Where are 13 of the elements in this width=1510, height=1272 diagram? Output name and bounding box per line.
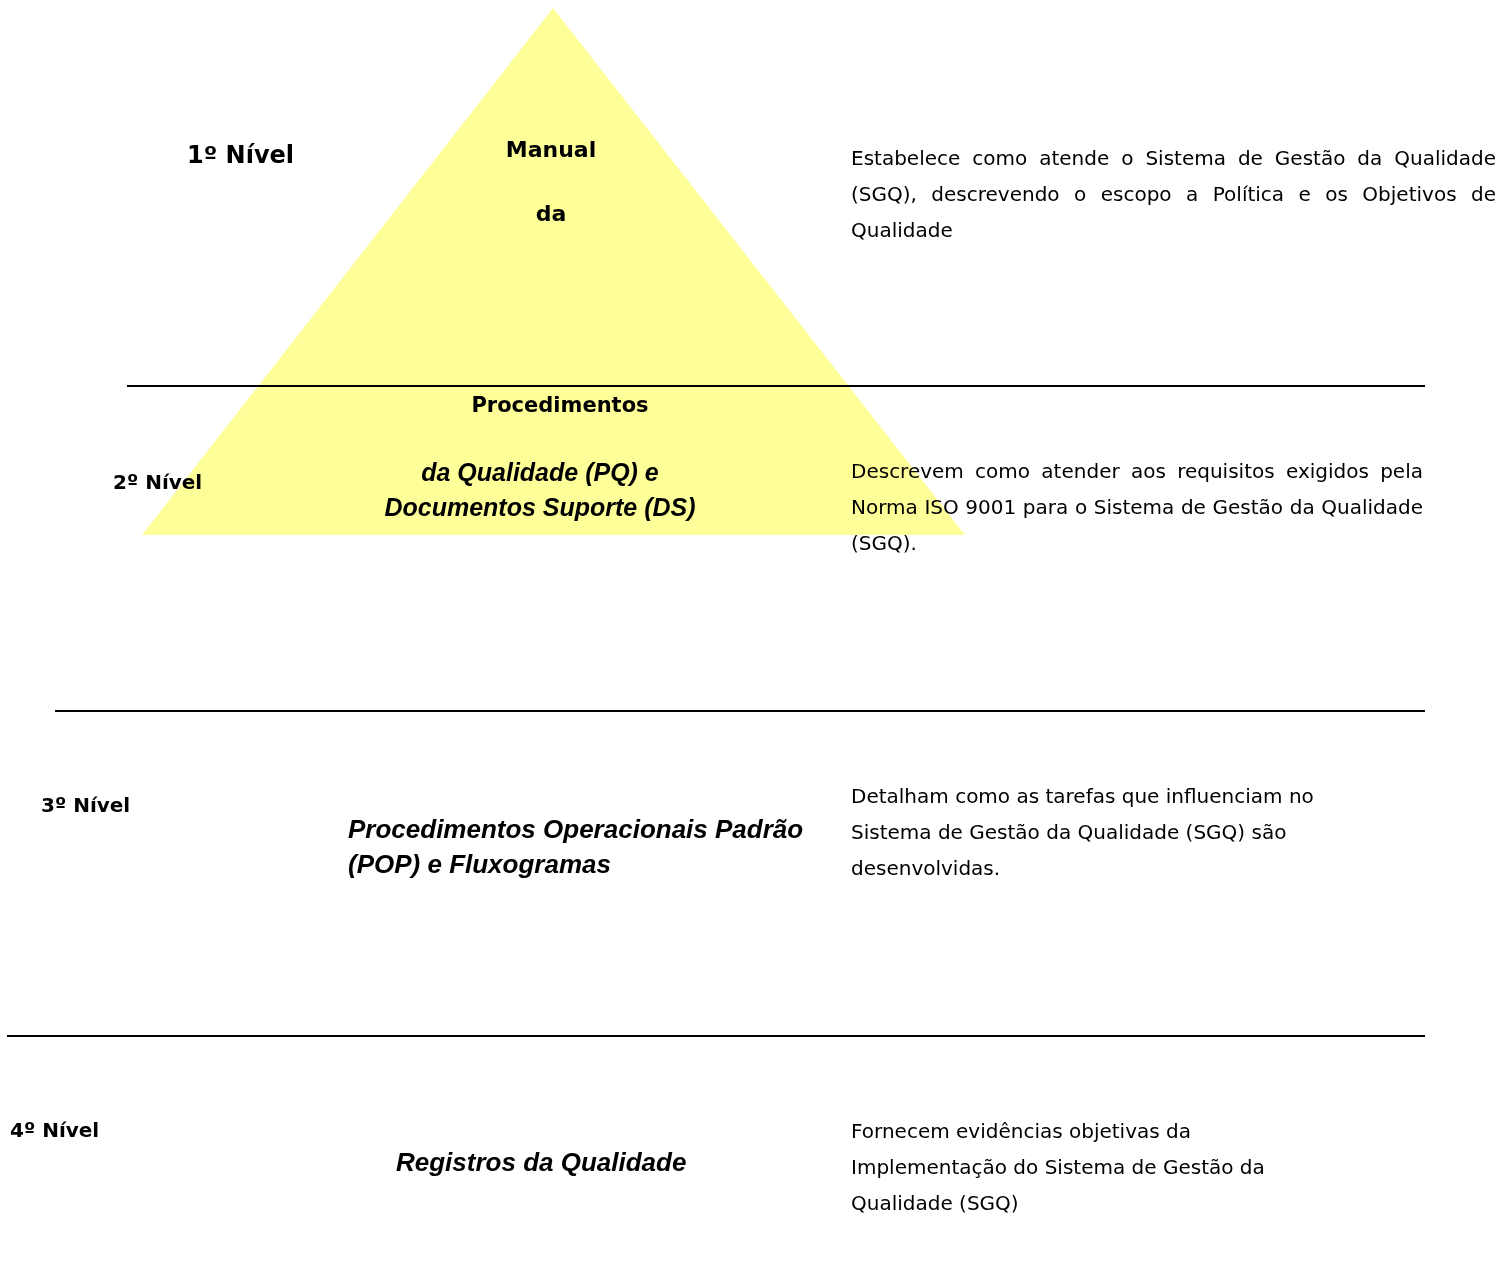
level-title: Procedimentos Operacionais Padrão (POP) e Fluxogramas (348, 813, 805, 881)
level-title: da Qualidade (PQ) e Documentos Suporte (DS) (383, 457, 697, 523)
description-text: Detalham como as tarefas que influenciam no Sistema de Gestão da Qualidade (SGQ) são desenvolvidas. (851, 783, 1315, 882)
level-title: Procedimentos (470, 392, 650, 419)
description-text: Descrevem como atender aos requisitos exigidos pela Norma ISO 9001 para o Sistema de Gestão da Qualidade (SGQ). (851, 458, 1423, 557)
level-title: Registros da Qualidade (396, 1146, 688, 1179)
level-label: 3º Nível (41, 792, 132, 819)
level-label: 1º Nível (187, 140, 296, 170)
description-text: Fornecem evidências objetivas da Implementação do Sistema de Gestão da Qualidade (SGQ) (851, 1118, 1266, 1217)
level-label: 4º Nível (10, 1117, 101, 1144)
level-title: Manual da (504, 136, 598, 228)
description-text: Estabelece como atende o Sistema de Gestão da Qualidade (SGQ), descrevendo o escopo a Política e os Objetivos de Qualidade (851, 145, 1496, 244)
level-label: 2º Nível (113, 469, 204, 496)
